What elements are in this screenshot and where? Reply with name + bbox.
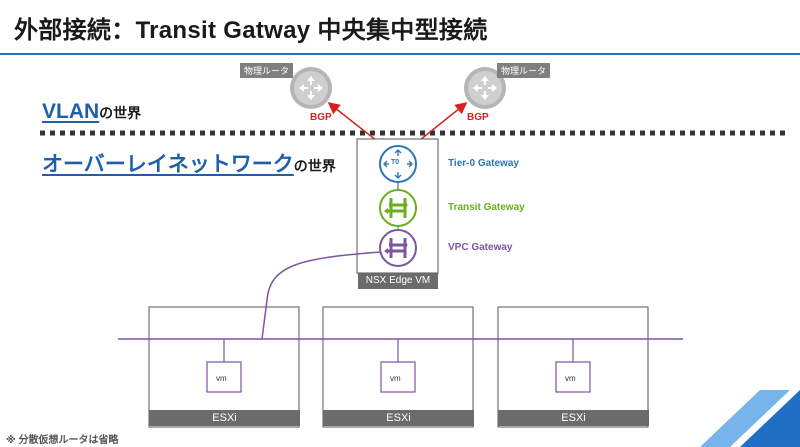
vpc-uplink-curve — [261, 251, 382, 340]
esxi-host-2-label: ESXi — [323, 410, 474, 426]
physical-router-2-icon — [464, 67, 506, 109]
vpc-gateway-label: VPC Gateway — [448, 242, 513, 253]
physical-router-2-tag: 物理ルータ — [497, 63, 551, 78]
physical-router-1-icon — [290, 67, 332, 109]
tier0-gateway-label: Tier-0 Gateway — [448, 158, 519, 169]
footnote: ※ 分散仮想ルータは省略 — [6, 435, 119, 446]
nsx-edge-vm-label: NSX Edge VM — [358, 273, 438, 289]
vpc-gateway-icon — [379, 229, 417, 267]
page-title: 外部接続：Transit Gatway 中央集中型接続 — [14, 17, 488, 44]
title-underline — [0, 53, 800, 55]
bgp-label-right: BGP — [467, 112, 489, 123]
overlay-world-label: オーバーレイネットワークの世界 — [42, 153, 336, 176]
vlan-world-label: VLANの世界 — [42, 100, 142, 123]
esxi-host-1-label: ESXi — [149, 410, 300, 426]
esxi-host-3-label: ESXi — [498, 410, 649, 426]
vm-1-box — [206, 361, 242, 393]
vm-3-label: vm — [565, 374, 576, 383]
corner-decoration — [740, 390, 800, 447]
vm-1-label: vm — [216, 374, 227, 383]
bgp-label-left: BGP — [310, 112, 332, 123]
tier0-icon-text: T0 — [391, 159, 400, 166]
vm-2-label: vm — [390, 374, 401, 383]
transit-gateway-icon — [379, 189, 417, 227]
physical-router-1-tag: 物理ルータ — [240, 63, 294, 78]
transit-gateway-label: Transit Gateway — [448, 202, 525, 213]
vm-3-box — [555, 361, 591, 393]
vm-2-box — [380, 361, 416, 393]
